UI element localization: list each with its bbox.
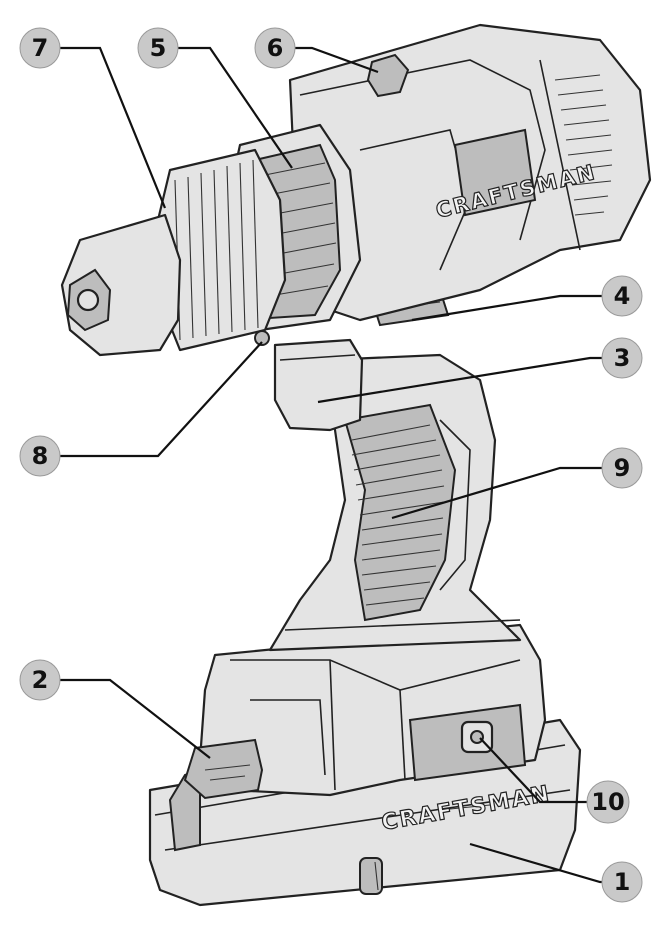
battery-upper [183,623,547,800]
callout-label-9: 9 [614,454,631,482]
callout-label-10: 10 [591,788,624,816]
leader-2 [40,678,211,759]
callout-label-7: 7 [32,34,49,62]
callout-10: 10 [586,780,630,824]
rear-vents [554,74,613,216]
leader-9 [391,466,622,520]
callout-label-6: 6 [267,34,284,62]
chuck [60,148,287,357]
callout-1: 1 [601,861,643,903]
drill-handle [268,353,522,652]
callout-label-3: 3 [614,344,631,372]
callout-4: 4 [601,275,643,317]
leader-4 [411,294,622,322]
callout-8: 8 [19,435,61,477]
leader-8 [40,341,263,458]
callout-label-4: 4 [614,282,631,310]
callout-5: 5 [137,27,179,69]
callout-3: 3 [601,337,643,379]
callout-7: 7 [19,27,61,69]
callout-6: 6 [254,27,296,69]
leader-7 [40,46,167,209]
callout-label-5: 5 [150,34,167,62]
callout-2: 2 [19,659,61,701]
led-light [254,330,270,346]
callout-9: 9 [601,447,643,489]
callout-label-8: 8 [32,442,49,470]
callout-label-2: 2 [32,666,49,694]
motor-housing: CRAFTSMAN [288,23,652,322]
grip-texture [351,424,445,606]
speed-selector-shape [366,53,410,98]
trigger [273,338,364,432]
leader-10 [479,737,608,804]
callout-label-1: 1 [614,868,631,896]
